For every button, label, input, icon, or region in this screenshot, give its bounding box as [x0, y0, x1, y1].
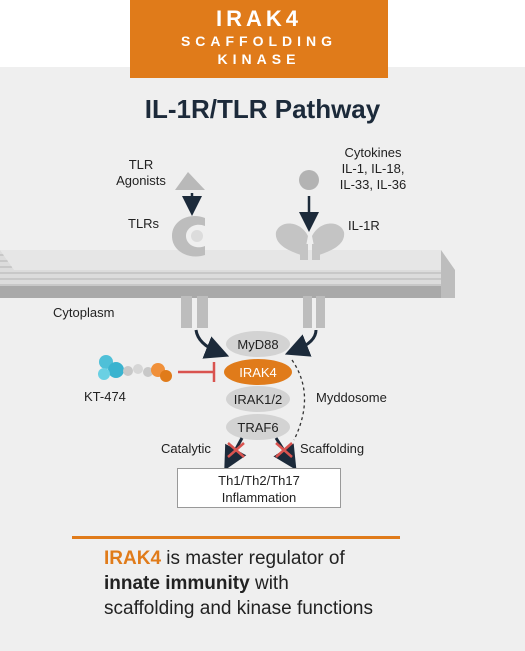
summary-text: IRAK4 is master regulator of innate immu…: [104, 546, 434, 621]
irak4-label: IRAK4: [239, 365, 277, 380]
badge-line-1: IRAK4: [215, 6, 302, 31]
outcome-box: Th1/Th2/Th17 Inflammation: [177, 468, 341, 508]
outcome-line-1: Th1/Th2/Th17: [218, 473, 300, 488]
badge-line-3: KINASE: [217, 51, 301, 67]
cytokines-line-3: IL-33, IL-36: [339, 177, 407, 192]
irak12-label: IRAK1/2: [233, 392, 283, 407]
tlr-receptor-icon: [172, 216, 208, 328]
myd88-node: [226, 331, 290, 357]
traf6-label: TRAF6: [237, 420, 279, 435]
tlrs-label: TLRs: [128, 216, 160, 231]
inhibition-symbol: [178, 362, 216, 382]
summary-bold: innate immunity: [104, 573, 250, 594]
scaffolding-block-x-icon: [275, 442, 293, 458]
summary-part-3: scaffolding and kinase functions: [104, 598, 373, 619]
catalytic-label: Catalytic: [161, 441, 211, 456]
il1r-to-myd88-arrow: [284, 329, 318, 357]
tlr-to-myd88-arrow: [194, 329, 230, 359]
cytokines-label: Cytokines IL-1, IL-18, IL-33, IL-36: [327, 145, 419, 193]
cytokines-line-2: IL-1, IL-18,: [341, 161, 405, 176]
cytokine-ball-icon: [299, 170, 319, 190]
irak12-node: [226, 386, 290, 412]
tlr-agonists-line-1: TLR: [128, 157, 154, 172]
tlr-agonists-label: TLR Agonists: [106, 157, 176, 189]
tlr-agonists-line-2: Agonists: [116, 173, 166, 188]
cytoplasm-label: Cytoplasm: [53, 305, 115, 320]
catalytic-block-x-icon: [227, 442, 245, 458]
background-panel: [0, 67, 525, 651]
tlr-agonist-pyramid-icon: [175, 172, 205, 190]
header-badge: IRAK4 SCAFFOLDING KINASE: [130, 0, 388, 78]
summary-highlight: IRAK4: [104, 548, 162, 569]
page-title: IL-1R/TLR Pathway: [144, 94, 381, 124]
myddosome-bracket: [291, 359, 306, 441]
traf6-node: [226, 414, 290, 440]
badge-line-2: SCAFFOLDING: [180, 33, 338, 49]
irak4-node: [224, 359, 292, 385]
myd88-label: MyD88: [237, 337, 279, 352]
cytokines-line-1: Cytokines: [344, 145, 402, 160]
kt474-molecule-icon: [98, 355, 172, 382]
summary-part-1: is master regulator of: [161, 548, 345, 569]
myddosome-label: Myddosome: [316, 390, 387, 405]
cell-membrane: [0, 250, 455, 298]
kt474-label: KT-474: [84, 389, 126, 404]
outcome-line-2: Inflammation: [221, 490, 297, 505]
divider: [72, 536, 400, 539]
summary-part-2: with: [249, 573, 289, 594]
il1r-label: IL-1R: [348, 218, 380, 233]
il1r-receptor-icon: [275, 223, 345, 328]
scaffolding-label: Scaffolding: [300, 441, 365, 456]
